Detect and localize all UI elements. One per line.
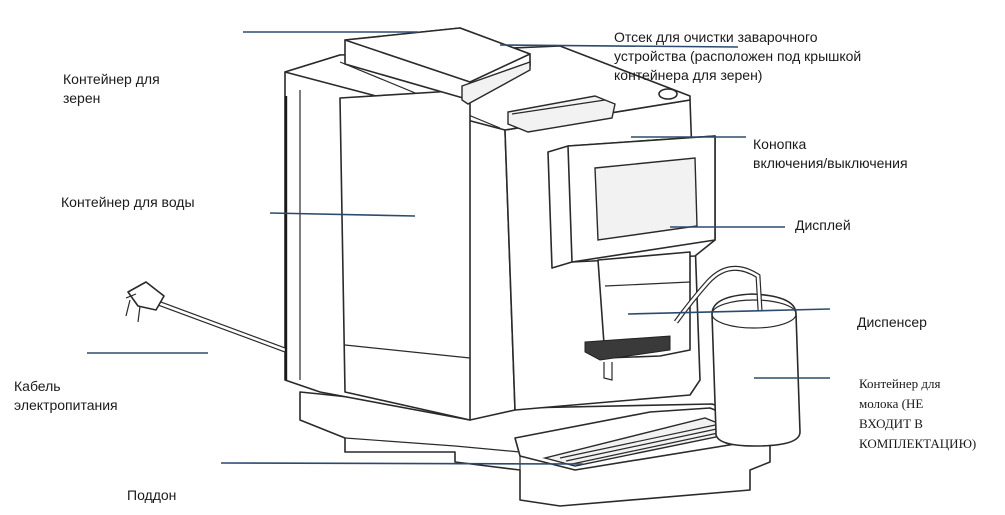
label-milk-container: Контейнер для молока (НЕ ВХОДИТ В КОМПЛЕ… xyxy=(859,376,977,451)
label-dispenser: Диспенсер xyxy=(857,314,927,330)
leader-brew-unit-compartment xyxy=(499,44,739,48)
label-display: Дисплей xyxy=(795,217,851,233)
dispenser-spout xyxy=(584,335,671,361)
water-tank-panel xyxy=(339,89,471,421)
label-brew-unit-compartment: Отсек для очистки заварочного устройства… xyxy=(614,29,862,83)
milk-container-shape xyxy=(711,293,801,447)
label-power-cable: Кабель электропитания xyxy=(14,378,118,413)
leader-water-container xyxy=(269,212,416,217)
label-water-container: Контейнер для воды xyxy=(61,194,195,210)
leader-dispenser xyxy=(627,308,831,315)
label-drip-tray: Поддон xyxy=(127,487,177,503)
power-button-shape xyxy=(658,88,678,100)
label-bean-container: Контейнер для зерен xyxy=(63,71,160,106)
label-power-button: Конопка включения/выключения xyxy=(753,136,908,171)
display-screen xyxy=(594,157,698,241)
leader-drip-tray xyxy=(220,462,584,465)
cleaning-compartment-cover xyxy=(507,95,616,133)
power-plug xyxy=(127,281,165,311)
